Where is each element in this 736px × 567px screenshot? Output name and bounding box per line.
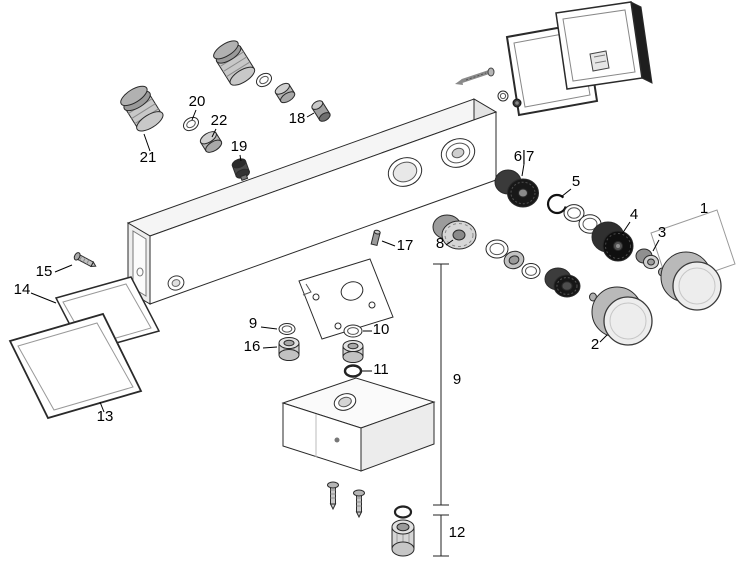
part-label-22: 22 bbox=[211, 112, 228, 129]
ring-set-8 bbox=[485, 239, 541, 279]
o-ring-12 bbox=[393, 505, 413, 519]
plate-screw-a bbox=[73, 252, 97, 268]
screw bbox=[327, 481, 339, 511]
wall-plate-inner bbox=[555, 1, 653, 90]
seal-ring-10 bbox=[343, 324, 363, 338]
mounting-clip bbox=[589, 50, 610, 72]
leader-line-14 bbox=[30, 292, 57, 304]
leader-line-2 bbox=[599, 334, 608, 343]
valve-19 bbox=[231, 158, 250, 182]
aerator-12 bbox=[391, 519, 415, 557]
cap-4 bbox=[591, 221, 634, 262]
spout-body bbox=[281, 377, 436, 472]
leader-line-8 bbox=[445, 239, 454, 246]
part-label-10: 10 bbox=[373, 321, 390, 338]
wall-screw bbox=[455, 67, 495, 85]
volume-unit-2 bbox=[544, 267, 653, 346]
part-label-9a: 9 bbox=[249, 315, 257, 332]
part-label-18: 18 bbox=[289, 110, 306, 127]
seal-rings-5 bbox=[563, 204, 602, 234]
hose-connector-21 bbox=[120, 85, 250, 182]
circlip-5 bbox=[547, 193, 567, 215]
leader-line-18 bbox=[306, 112, 315, 118]
leader-line-19 bbox=[239, 154, 242, 162]
part-label-6-7: 6|7 bbox=[514, 148, 535, 165]
seal-ring-20 bbox=[183, 116, 199, 132]
hose-connector-18 bbox=[213, 40, 331, 122]
leader-line-22 bbox=[211, 128, 217, 138]
dimension-bracket-12 bbox=[433, 514, 449, 557]
leader-line-5 bbox=[560, 188, 572, 198]
nut-22 bbox=[199, 131, 223, 153]
threaded-collar-10 bbox=[342, 340, 364, 363]
union-nut-16 bbox=[278, 337, 300, 361]
part-label-15: 15 bbox=[36, 263, 53, 280]
leader-line-15 bbox=[54, 264, 73, 273]
part-label-8: 8 bbox=[436, 235, 444, 252]
mounting-gasket bbox=[298, 258, 394, 340]
leader-line-3 bbox=[652, 239, 660, 252]
seal-ring-18 bbox=[256, 72, 272, 88]
part-label-1: 1 bbox=[700, 200, 708, 217]
part-label-12: 12 bbox=[449, 524, 466, 541]
part-label-19: 19 bbox=[231, 138, 248, 155]
part-label-14: 14 bbox=[14, 281, 31, 298]
thermostat-cartridge-6-7 bbox=[494, 169, 539, 208]
leader-line-6-7 bbox=[521, 163, 525, 177]
spout-screws bbox=[327, 481, 365, 519]
part-label-11: 11 bbox=[373, 361, 389, 378]
part-label-21: 21 bbox=[140, 149, 157, 166]
leader-line-17 bbox=[381, 240, 396, 247]
part-label-2: 2 bbox=[591, 336, 599, 353]
part-label-4: 4 bbox=[630, 206, 638, 223]
part-label-5: 5 bbox=[572, 173, 580, 190]
check-valve-18 bbox=[311, 100, 331, 122]
glass-plate-set bbox=[8, 252, 161, 420]
handle-2 bbox=[591, 286, 653, 346]
leader-line-4 bbox=[621, 221, 631, 235]
washer-small bbox=[497, 90, 509, 102]
dimension-bracket-9 bbox=[433, 263, 449, 506]
leader-line-16 bbox=[262, 346, 278, 349]
handle-1 bbox=[660, 251, 722, 311]
screw bbox=[353, 489, 365, 519]
leader-line-9a bbox=[260, 326, 278, 330]
part-label-13: 13 bbox=[97, 408, 114, 425]
nut-small-dark bbox=[512, 98, 522, 108]
seal-ring-9 bbox=[278, 323, 296, 335]
part-label-20: 20 bbox=[189, 93, 206, 110]
leader-line-13 bbox=[99, 401, 105, 413]
part-label-9b: 9 bbox=[453, 371, 461, 388]
adapter-3 bbox=[635, 248, 659, 270]
screw-17 bbox=[370, 229, 381, 247]
part-label-16: 16 bbox=[244, 338, 261, 355]
part-label-3: 3 bbox=[658, 224, 666, 241]
mixer-body bbox=[126, 98, 498, 305]
leader-line-20 bbox=[191, 109, 197, 121]
part-label-17: 17 bbox=[397, 237, 414, 254]
o-ring-11 bbox=[343, 364, 363, 378]
leader-line-21 bbox=[143, 133, 151, 152]
glass-plate-13 bbox=[8, 312, 143, 420]
